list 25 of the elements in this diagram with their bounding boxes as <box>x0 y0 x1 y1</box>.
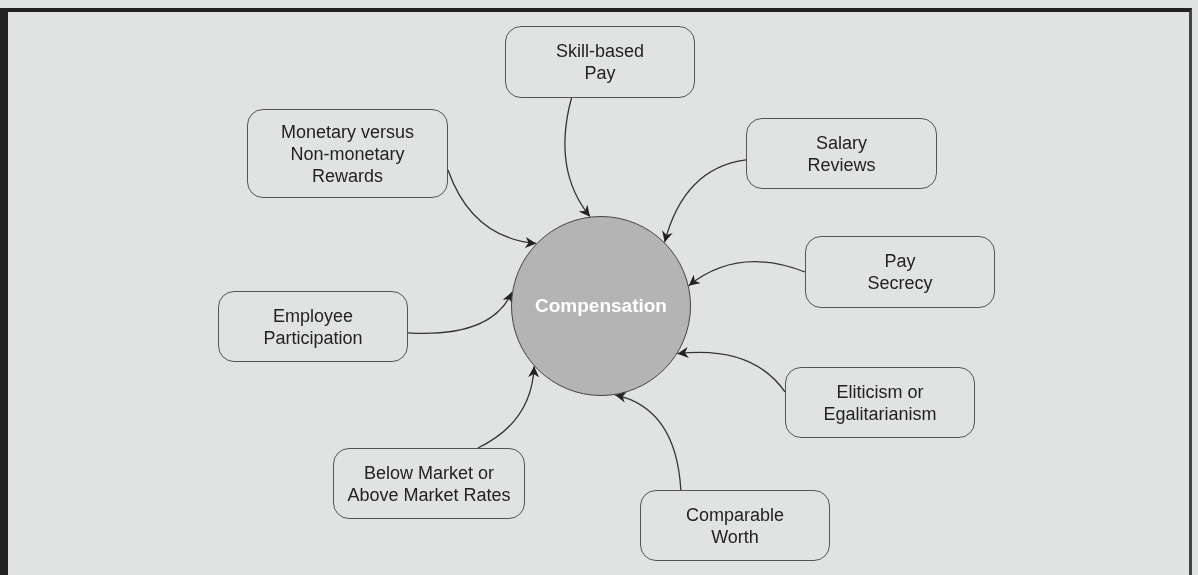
topic-box <box>746 118 937 189</box>
topic-label: Skill-based Pay <box>554 40 645 84</box>
topic-label: Below Market or Above Market Rates <box>346 461 512 506</box>
arrow <box>407 291 513 335</box>
arrow <box>614 392 682 491</box>
arrow <box>477 365 539 449</box>
topic-label: Monetary versus Non-monetary Rewards <box>279 120 416 187</box>
center-label: Compensation <box>534 295 668 317</box>
topic-box <box>218 291 408 362</box>
topic-label: Pay Secrecy <box>866 250 934 294</box>
topic-label: Employee Participation <box>262 304 364 349</box>
arrow <box>447 169 537 248</box>
topic-box <box>640 490 830 561</box>
topic-label: Comparable Worth <box>684 503 786 548</box>
topic-label: Salary Reviews <box>806 131 877 176</box>
topic-label: Eliticism or Egalitarianism <box>822 380 938 425</box>
topic-box <box>805 236 995 308</box>
arrow <box>676 347 786 393</box>
arrow <box>662 159 747 243</box>
topic-box <box>785 367 975 438</box>
arrow <box>564 97 591 218</box>
arrow <box>688 261 806 287</box>
topic-box <box>247 109 448 198</box>
topic-box <box>505 26 695 98</box>
topic-box <box>333 448 525 519</box>
